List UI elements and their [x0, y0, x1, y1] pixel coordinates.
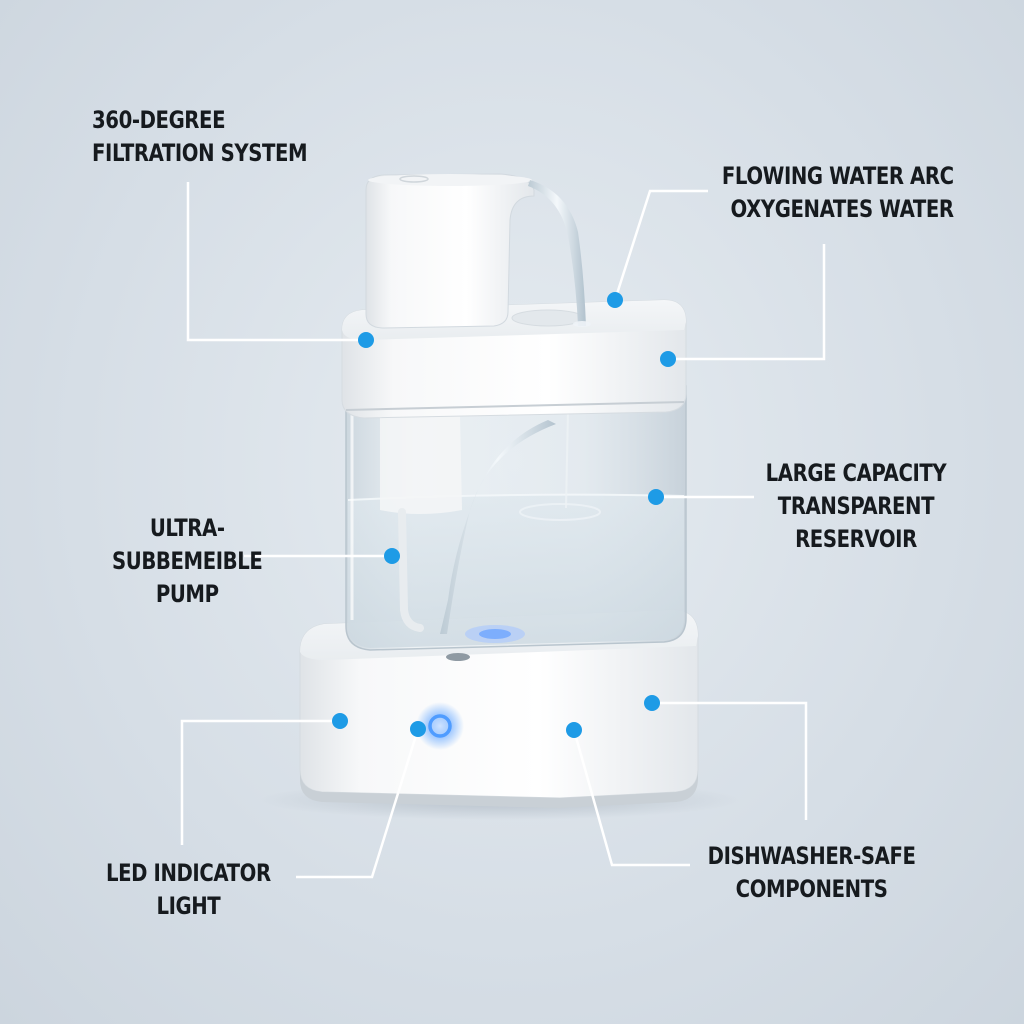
leader-led [180, 719, 340, 845]
drain-hole [446, 653, 470, 661]
callout-line: ULTRA- [149, 514, 225, 542]
marker-base-left [332, 713, 348, 729]
marker-base-center [566, 722, 582, 738]
callout-pump: ULTRA- SUBBEMEIBLE PUMP [112, 512, 263, 611]
callout-line: LIGHT [156, 892, 221, 920]
marker-housing [660, 351, 676, 367]
callout-line: LARGE CAPACITY [765, 459, 946, 487]
marker-base-right [644, 695, 660, 711]
callout-line: OXYGENATES WATER [730, 195, 955, 223]
callout-dishwasher-safe: DISHWASHER-SAFE COMPONENTS [708, 840, 916, 906]
callout-line: PUMP [155, 580, 219, 608]
leader-dishwasher-right [652, 701, 808, 820]
marker-reservoir [648, 489, 664, 505]
upper-housing [341, 299, 687, 419]
callout-line: 360-DEGREE [92, 106, 226, 134]
pump-head [365, 173, 535, 329]
leader-filtration [186, 182, 366, 342]
led-ring [428, 714, 452, 738]
reservoir-tank [345, 385, 687, 651]
callout-filtration-system: 360-DEGREE FILTRATION SYSTEM [92, 104, 308, 170]
leader-water-arc [613, 189, 708, 301]
leader-dishwasher-left [572, 729, 690, 867]
callout-line: TRANSPARENT [777, 492, 935, 520]
led-glow [416, 702, 464, 750]
callout-line: FLOWING WATER ARC [722, 162, 954, 190]
callout-line: DISHWASHER-SAFE [708, 842, 916, 870]
callout-flowing-water-arc: FLOWING WATER ARC OXYGENATES WATER [722, 160, 954, 226]
callout-line: COMPONENTS [736, 875, 888, 903]
callout-line: RESERVOIR [794, 525, 917, 553]
marker-pump [384, 548, 400, 564]
leader-lines [180, 182, 826, 879]
leader-housing [668, 244, 826, 361]
water-stream [528, 180, 586, 326]
marker-filtration [358, 332, 374, 348]
callout-reservoir: LARGE CAPACITY TRANSPARENT RESERVOIR [765, 457, 946, 556]
callout-line: SUBBEMEIBLE [112, 547, 263, 575]
marker-water-arc [607, 292, 623, 308]
leader-led-ring [296, 728, 420, 879]
callout-line: LED INDICATOR [106, 859, 271, 887]
callout-led-indicator: LED INDICATOR LIGHT [106, 857, 271, 923]
callout-line: FILTRATION SYSTEM [92, 139, 308, 167]
marker-led [410, 721, 426, 737]
callout-markers [332, 292, 676, 738]
